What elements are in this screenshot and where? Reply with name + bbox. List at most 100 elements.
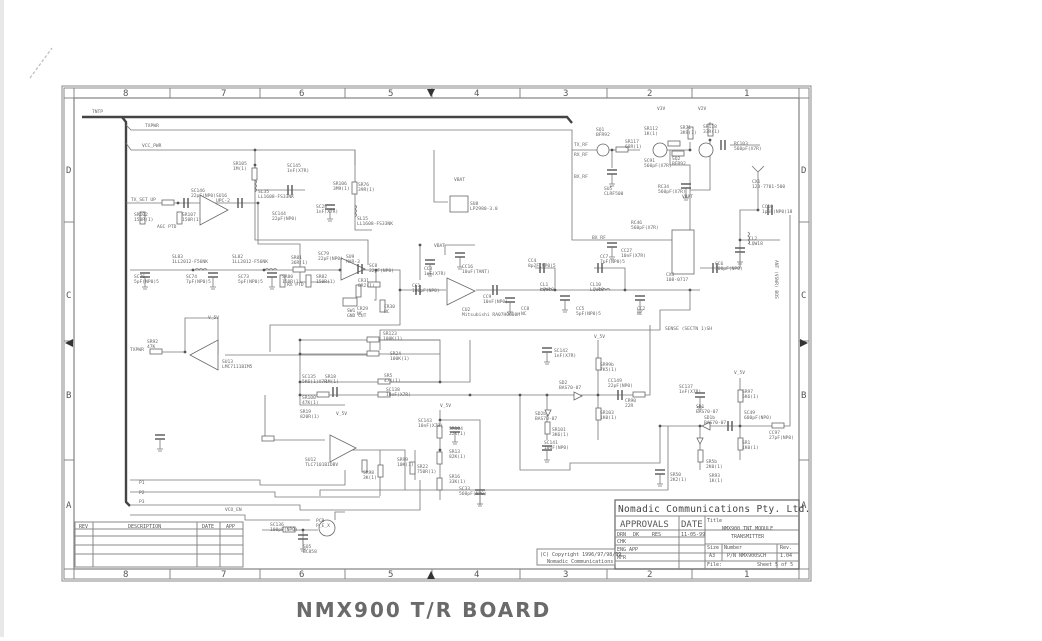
ground-icon bbox=[609, 183, 615, 187]
inductor-symbol bbox=[354, 204, 357, 218]
component-value: 100pF(NP0) bbox=[270, 527, 298, 533]
component-ref: SC49 bbox=[744, 410, 755, 416]
junction-dot bbox=[688, 148, 692, 152]
zone-row-left: A bbox=[66, 501, 72, 511]
antenna-symbol bbox=[751, 165, 765, 185]
zone-col-top: 1 bbox=[744, 89, 749, 99]
net-label: VBAT bbox=[434, 243, 445, 249]
resistor-symbol bbox=[436, 451, 443, 465]
junction-dot bbox=[756, 208, 760, 212]
net-label: BX_RF bbox=[574, 174, 588, 180]
junction-dot bbox=[338, 268, 342, 272]
resistor-symbol bbox=[361, 459, 368, 473]
diode-symbol bbox=[701, 421, 711, 431]
component-ref: SC76 bbox=[134, 274, 145, 280]
approval-role: MFR bbox=[617, 555, 627, 561]
resistor-symbol bbox=[377, 378, 391, 385]
component-value: LMC7111BIM5 bbox=[222, 364, 253, 370]
net-label: ANT (VSWR) BOS bbox=[773, 260, 779, 299]
component-value: UPC-2 bbox=[216, 198, 230, 204]
junction-dot bbox=[738, 238, 742, 242]
opamp-symbol-su12 bbox=[329, 434, 357, 463]
resistor-symbol bbox=[149, 348, 163, 355]
zone-col-bottom: 3 bbox=[563, 570, 568, 580]
junction-dot bbox=[298, 352, 302, 356]
component-value: LQW18 bbox=[590, 287, 604, 293]
component-value: BC858 bbox=[303, 549, 317, 555]
component-value: NC bbox=[384, 309, 390, 315]
junction-dot bbox=[298, 380, 302, 384]
component-ref: SW1 bbox=[347, 308, 356, 314]
component-ref: SR97 bbox=[742, 389, 753, 395]
component-ref: SL35 bbox=[258, 189, 269, 195]
resistor-symbol bbox=[737, 389, 744, 403]
paper-edge bbox=[0, 0, 4, 637]
zone-row-right: D bbox=[801, 166, 806, 176]
net-label: V_5V bbox=[594, 334, 605, 340]
component-ref: SL83 bbox=[172, 254, 183, 260]
opamp-symbol-su13 bbox=[189, 339, 219, 371]
zone-col-top: 6 bbox=[299, 89, 304, 99]
component-value: 100K(1) bbox=[383, 336, 402, 342]
component-ref: SR93 bbox=[709, 473, 720, 479]
number-label: Number bbox=[724, 545, 742, 551]
component-ref: SC141 bbox=[544, 440, 558, 446]
component-ref: SC74 bbox=[186, 274, 197, 280]
component-value: 47K bbox=[147, 344, 156, 350]
component-value: 2K0(1) bbox=[706, 464, 723, 470]
component-value: 33K(1) bbox=[449, 479, 466, 485]
component-value: NC bbox=[637, 311, 643, 317]
component-ref: SU5 bbox=[604, 186, 613, 192]
component-value: Mitsubishi RA07H0608M bbox=[462, 312, 520, 318]
resistor-symbol bbox=[377, 464, 384, 478]
resistor-symbol bbox=[687, 126, 694, 140]
component-ref: SR71 bbox=[680, 125, 691, 131]
transistor-symbol-sq1 bbox=[652, 142, 668, 158]
component-ref: SR112 bbox=[644, 126, 658, 132]
zone-col-top: 8 bbox=[123, 89, 128, 99]
component-ref: CC16 bbox=[462, 264, 473, 270]
net-label: V_5V bbox=[336, 411, 347, 417]
net-labels: TNTP TXPWR VCC_PWR TX_SET UP AGC PTD TXP… bbox=[92, 106, 779, 513]
approval-role: DRN bbox=[617, 532, 626, 538]
component-ref: RC46 bbox=[631, 220, 642, 226]
component-ref: CC27 bbox=[621, 248, 632, 254]
resistor-symbol bbox=[366, 350, 380, 357]
component-ref: SR50 bbox=[670, 472, 681, 478]
component-ref: SR16 bbox=[449, 474, 460, 480]
component-ref: CC1 bbox=[412, 283, 421, 289]
component-value: 100pF(NP0) bbox=[412, 288, 440, 294]
component-value: 82K(1) bbox=[449, 454, 466, 460]
component-value: 68R(1) bbox=[625, 144, 642, 150]
component-value: 123-7701-500 bbox=[752, 184, 785, 190]
component-value: 100K(1) bbox=[390, 356, 409, 362]
resistor-symbol bbox=[366, 336, 380, 343]
component-ref: SQ2 bbox=[672, 156, 681, 162]
component-value: NC bbox=[521, 311, 527, 317]
component-value: 22pF(NP0) bbox=[318, 256, 343, 262]
net-label: TXPWR bbox=[145, 123, 159, 129]
ground-icon bbox=[427, 273, 433, 277]
inductor-symbol bbox=[254, 179, 257, 193]
component-ref: SR92 bbox=[147, 339, 158, 345]
zone-col-bottom: 7 bbox=[221, 570, 226, 580]
component-value: 560pF(X7R) bbox=[644, 163, 672, 169]
scan-mark bbox=[29, 47, 53, 79]
resistor-symbol bbox=[305, 274, 312, 288]
zone-row-left: C bbox=[66, 291, 71, 301]
component-ref: CC3 bbox=[424, 266, 433, 272]
resistor-symbol bbox=[139, 211, 146, 225]
component-ref: SD2b bbox=[535, 411, 546, 417]
component-value: 10uF(NP0) bbox=[544, 445, 569, 451]
component-ref: CU2 bbox=[462, 307, 471, 313]
title-line-2: TRANSMITTER bbox=[731, 534, 765, 540]
component-value: 2K2(1) bbox=[670, 477, 687, 483]
handwritten-title: NMX900 T/R BOARD bbox=[296, 598, 552, 622]
diode-symbol bbox=[696, 437, 704, 445]
component-ref: SC73 bbox=[238, 274, 249, 280]
zone-row-right: A bbox=[801, 501, 807, 511]
resistor-symbol bbox=[377, 391, 391, 398]
component-value: 5pF(NP0)5 bbox=[238, 279, 263, 285]
component-value: LL1608-FS33NK bbox=[357, 221, 393, 227]
